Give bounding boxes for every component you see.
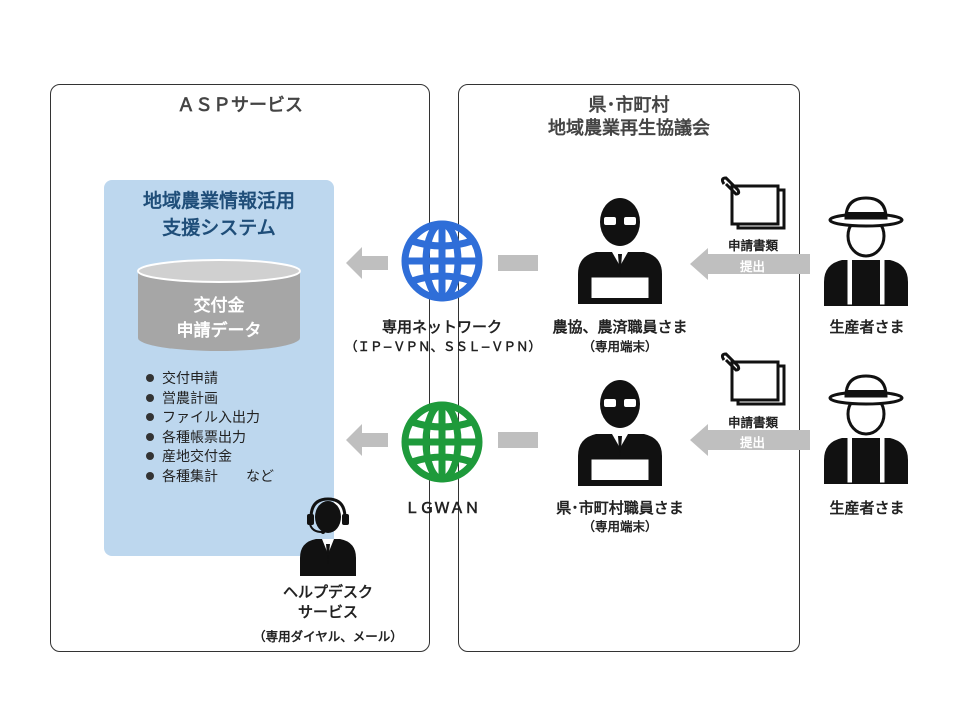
producer-farmer-icon — [824, 196, 908, 306]
staff2-sub: （専用端末） — [582, 519, 658, 534]
connector-bar — [498, 432, 538, 448]
feature-item: 交付申請 — [146, 370, 274, 390]
producer1-label: 生産者さま — [829, 318, 905, 336]
documents-clip-icon — [720, 352, 786, 406]
staff1-sub: （専用端末） — [582, 339, 658, 354]
globe-icon-private-network — [401, 220, 483, 302]
support-system-title-line2: 支援システム — [162, 216, 276, 239]
helpdesk-label: ヘルプデスク サービス — [238, 582, 418, 622]
feature-item: 各種帳票出力 — [146, 429, 274, 449]
database-label: 交付金 申請データ — [136, 294, 302, 344]
staff-with-laptop-icon — [578, 380, 662, 486]
council-title-line1: 県･市町村 — [588, 95, 670, 116]
asp-service-title: ＡＳＰサービス — [177, 95, 303, 116]
feature-item: 産地交付金 — [146, 448, 274, 468]
staff2-label: 県･市町村職員さま — [556, 499, 684, 517]
lgwan-label: ＬＧＷＡＮ — [404, 499, 480, 517]
support-system-panel: 地域農業情報活用 支援システム — [104, 180, 334, 556]
private-network-label: 専用ネットワーク — [381, 318, 502, 336]
documents1-label: 申請書類 — [728, 238, 779, 253]
support-system-title: 地域農業情報活用 支援システム — [104, 188, 334, 241]
submit-arrow-icon — [690, 248, 810, 280]
globe-icon-lgwan — [401, 401, 483, 483]
submit1-label: 提出 — [740, 259, 766, 274]
documents2-label: 申請書類 — [728, 415, 779, 430]
private-network-sub: （ＩＰ−ＶＰＮ、ＳＳＬ−ＶＰＮ） — [345, 339, 541, 354]
arrow-left-icon — [346, 424, 388, 456]
council-title: 県･市町村 地域農業再生協議会 — [458, 94, 800, 141]
producer-farmer-icon — [824, 374, 908, 484]
helpdesk-sub: （専用ダイヤル、メール） — [253, 629, 403, 644]
feature-item: 各種集計 など — [146, 468, 274, 488]
arrow-left-icon — [346, 247, 388, 279]
helpdesk-label-line1: ヘルプデスク — [282, 583, 373, 601]
submit2-label: 提出 — [740, 435, 766, 450]
documents-clip-icon — [720, 176, 786, 230]
helpdesk-label-line2: サービス — [297, 603, 358, 621]
submit-arrow-icon — [690, 424, 810, 456]
feature-list: 交付申請 営農計画 ファイル入出力 各種帳票出力 産地交付金 各種集計 など — [146, 370, 274, 487]
staff1-label: 農協、農済職員さま — [552, 318, 688, 336]
connector-bar — [498, 255, 538, 271]
database-label-line1: 交付金 — [193, 296, 245, 316]
feature-item: ファイル入出力 — [146, 409, 274, 429]
database-icon — [137, 259, 301, 351]
feature-item: 営農計画 — [146, 390, 274, 410]
database-label-line2: 申請データ — [176, 321, 262, 341]
support-system-title-line1: 地域農業情報活用 — [142, 190, 295, 212]
staff-with-laptop-icon — [578, 198, 662, 304]
council-title-line2: 地域農業再生協議会 — [548, 118, 710, 140]
helpdesk-operator-icon — [300, 497, 356, 576]
producer2-label: 生産者さま — [829, 499, 905, 517]
